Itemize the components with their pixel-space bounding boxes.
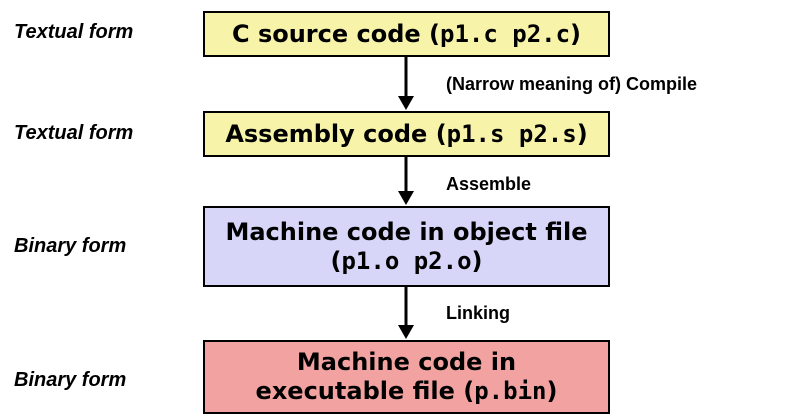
arrow-compile [398, 57, 414, 110]
arrow-assemble [398, 157, 414, 205]
step-label-assemble: Assemble [446, 174, 532, 194]
assembly-code-label: Assembly code [225, 119, 428, 148]
assembly-code-box: Assembly code (p1.s p2.s) [203, 111, 610, 157]
source-files: p1.c p2.c [440, 19, 571, 48]
assembly-code-text: Assembly code (p1.s p2.s) [225, 119, 588, 148]
executable-code-line2: executable file (p.bin) [255, 377, 558, 405]
step-label-compile: (Narrow meaning of) Compile [446, 74, 698, 94]
object-code-box: Machine code in object file (p1.o p2.o) [203, 206, 610, 287]
form-label-object: Binary form [14, 235, 127, 257]
step-label-linking: Linking [446, 303, 510, 323]
form-label-source: Textual form [14, 21, 134, 43]
executable-file: p.bin [474, 377, 547, 405]
object-code-label: Machine code in object file [225, 217, 588, 246]
form-label-assembly: Textual form [14, 122, 134, 144]
executable-code-box: Machine code in executable file (p.bin) [203, 340, 610, 414]
source-code-label: C source code [231, 19, 421, 48]
object-code-files-line: (p1.o p2.o) [330, 246, 483, 275]
source-code-box: C source code (p1.c p2.c) [203, 11, 610, 57]
object-files: p1.o p2.o [341, 246, 472, 275]
form-label-executable: Binary form [14, 369, 127, 391]
source-code-text: C source code (p1.c p2.c) [231, 19, 582, 48]
assembly-files: p1.s p2.s [446, 119, 577, 148]
executable-code-line1: Machine code in [296, 348, 517, 377]
arrow-linking [398, 287, 414, 339]
